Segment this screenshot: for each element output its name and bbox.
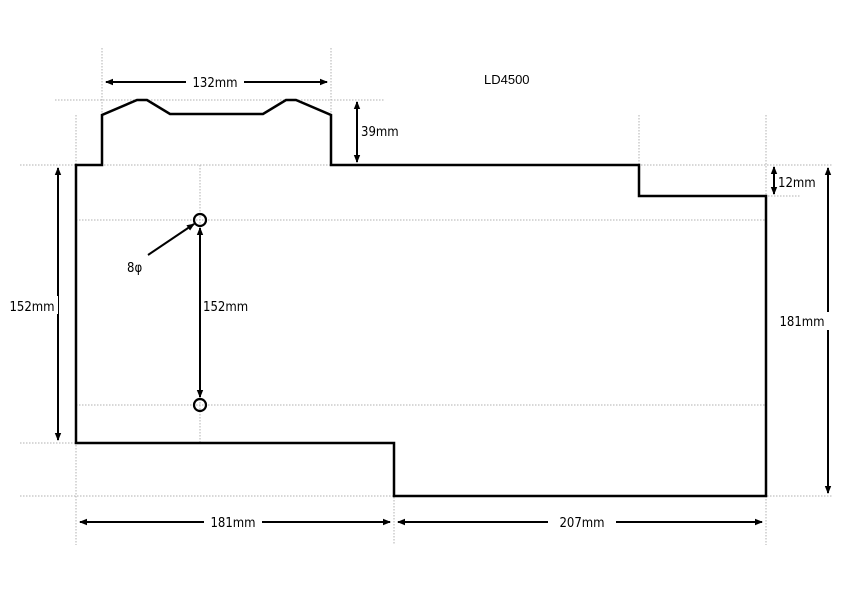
dim-right-height-label: 181mm <box>779 315 824 330</box>
dim-hole-spacing: 152mm <box>196 227 248 398</box>
dim-top-width-label: 132mm <box>192 76 237 91</box>
part-outline <box>74 98 768 498</box>
hole-top <box>192 212 208 228</box>
dim-tab-height: 39mm <box>353 101 399 163</box>
dim-bottom-left-label: 181mm <box>210 516 255 531</box>
dim-hole-spacing-label: 152mm <box>203 300 248 315</box>
hole-bottom <box>192 397 208 413</box>
dim-top-width: 132mm <box>105 73 328 91</box>
hole-callout: 8φ <box>127 223 195 276</box>
dim-left-height-label: 152mm <box>9 300 54 315</box>
dim-bottom-left: 181mm <box>79 513 391 531</box>
dim-step-right-label: 12mm <box>778 176 816 191</box>
model-title: LD4500 <box>484 72 530 87</box>
guide-lines <box>20 48 832 545</box>
dim-step-right: 12mm <box>770 166 816 195</box>
dim-right-height: 181mm <box>777 167 832 494</box>
dim-tab-height-label: 39mm <box>361 125 399 140</box>
dim-bottom-right: 207mm <box>397 513 763 531</box>
dim-bottom-right-label: 207mm <box>559 516 604 531</box>
hole-diameter-label: 8φ <box>127 261 142 276</box>
dim-left-height: 152mm <box>8 167 62 441</box>
